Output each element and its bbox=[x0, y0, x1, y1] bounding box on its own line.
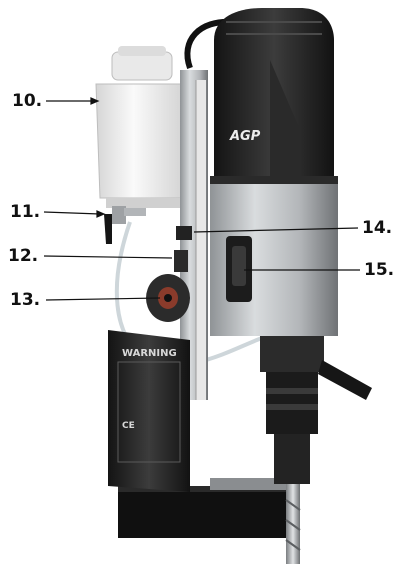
spindle bbox=[260, 336, 372, 484]
gear-selector bbox=[232, 246, 246, 286]
drill-bit bbox=[285, 484, 301, 564]
brand-logo: AGP bbox=[229, 129, 261, 144]
coolant-tank bbox=[95, 46, 191, 208]
magnetic-base bbox=[118, 478, 288, 538]
callout-13: 13. bbox=[10, 290, 41, 310]
gearbox-housing bbox=[210, 176, 338, 336]
warning-housing: WARNING CE bbox=[108, 330, 190, 492]
ce-mark: CE bbox=[122, 421, 135, 431]
callout-12: 12. bbox=[8, 246, 39, 266]
callout-15: 15. bbox=[364, 260, 395, 280]
side-handle bbox=[318, 360, 372, 400]
warning-label-text: WARNING bbox=[122, 348, 177, 359]
callout-14: 14. bbox=[362, 218, 393, 238]
callout-10: 10. bbox=[12, 91, 43, 111]
slide-lock bbox=[174, 250, 188, 272]
callout-11: 11. bbox=[10, 202, 41, 222]
motor-housing: AGP bbox=[214, 8, 334, 180]
callout-leaders bbox=[43, 97, 360, 301]
feed-hub bbox=[146, 274, 190, 322]
control-switch bbox=[176, 226, 192, 240]
coolant-valve bbox=[104, 206, 146, 244]
